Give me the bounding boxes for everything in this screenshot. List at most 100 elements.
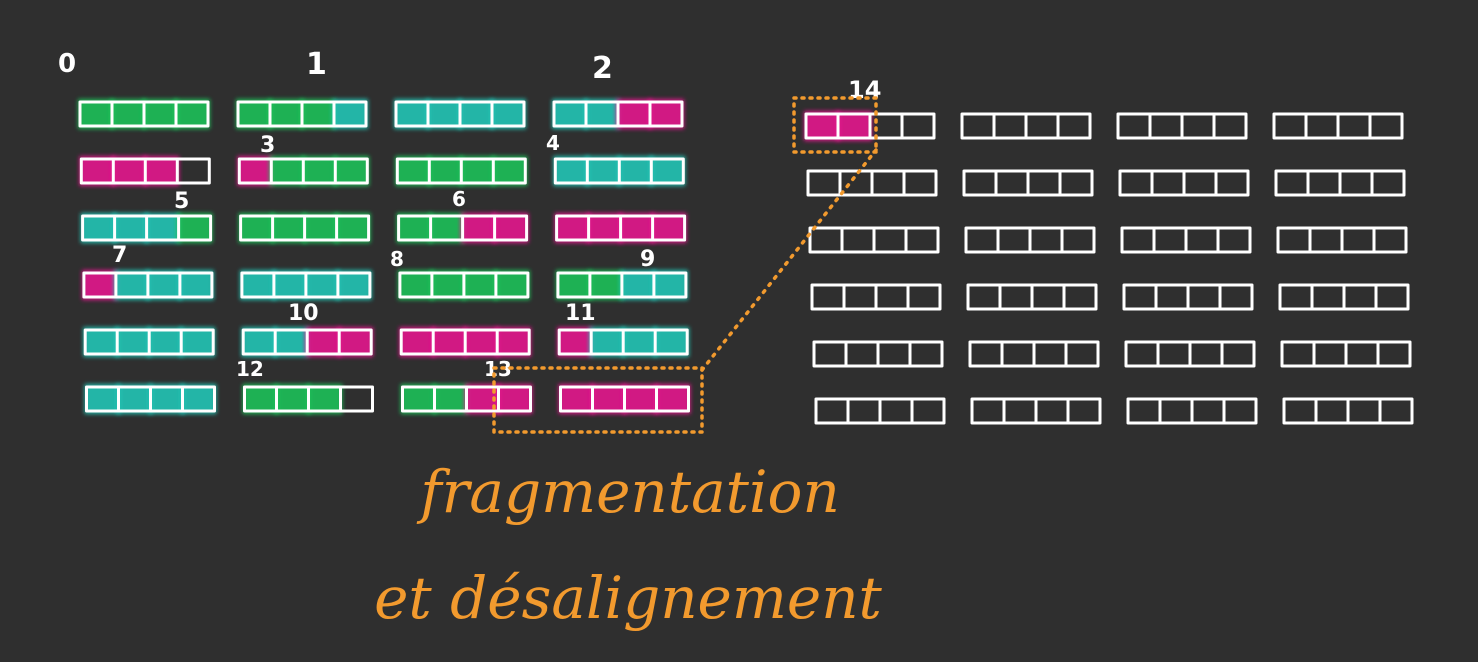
left-block-r2-b0-cell-3-fill (176, 213, 213, 243)
right-block-r4-b0 (812, 340, 944, 368)
left-block-r1-b3 (553, 157, 685, 185)
left-block-r4-b3-cell-1-fill (589, 327, 626, 357)
caption-line-1: fragmentation (416, 458, 840, 526)
right-block-r4-b3 (1280, 340, 1412, 368)
left-block-r1-b3-cell-3-fill (649, 156, 686, 186)
label-9: 9 (640, 247, 655, 272)
caption-line-2: et désalignement (374, 564, 882, 632)
left-block-r5-b2 (401, 385, 532, 413)
label-7: 7 (112, 243, 127, 268)
left-block-r2-b0-cell-2-fill (144, 213, 181, 243)
left-block-r3-b2-cell-2-fill (461, 270, 498, 300)
left-block-r2-b1 (239, 214, 371, 242)
right-block-r0-b1 (960, 112, 1092, 140)
left-block-r4-b0-cell-3-fill (179, 327, 216, 357)
left-block-r4-b0-cell-1-fill (115, 327, 152, 357)
right-block-r4-b1 (968, 340, 1100, 368)
left-block-r2-b0-cell-0-fill (80, 213, 117, 243)
left-block-r5-b2-cell-1-fill (432, 384, 469, 414)
left-block-r5-b0-cell-2-fill (148, 384, 185, 414)
allocation-paint-layer (78, 99, 691, 414)
right-block-r3-b1 (966, 283, 1098, 311)
left-block-r5-b0 (85, 385, 216, 413)
left-block-r0-b3 (552, 100, 684, 128)
left-block-r3-b1-cell-2-fill (303, 270, 340, 300)
left-block-r5-b3 (559, 385, 690, 413)
right-block-r2-b0 (808, 226, 940, 254)
left-block-r2-b3-cell-3-fill (650, 213, 687, 243)
left-block-r4-b3-cell-0-fill (557, 327, 594, 357)
left-block-r2-b2-cell-1-fill (428, 213, 465, 243)
left-block-r2-b2 (397, 214, 529, 242)
left-block-r0-b2-cell-1-fill (426, 99, 462, 129)
left-block-r3-b0-cell-0-fill (81, 270, 118, 300)
left-block-r3-b1-cell-0-fill (239, 270, 276, 300)
left-block-r5-b3-cell-1-fill (590, 384, 627, 414)
left-block-r2-b1-cell-3-fill (334, 213, 371, 243)
left-block-r0-b3-cell-0-fill (552, 99, 588, 129)
left-block-r3-b2-cell-3-fill (493, 270, 530, 300)
left-block-r4-b2-cell-0-fill (399, 327, 436, 357)
left-block-r2-b1-cell-2-fill (302, 213, 339, 243)
left-block-r3-b1-cell-1-fill (271, 270, 308, 300)
right-block-r5-b2 (1126, 397, 1258, 425)
left-block-r4-b0 (83, 328, 215, 356)
right-block-r1-b0 (806, 169, 938, 197)
label-8: 8 (390, 247, 404, 271)
left-block-r0-b0-cell-0-fill (78, 99, 114, 129)
left-block-r0-b1 (236, 100, 368, 128)
left-block-r5-b1 (243, 385, 374, 413)
right-block-r3-b2 (1122, 283, 1254, 311)
label-10: 10 (288, 301, 319, 326)
left-block-r0-b0-cell-2-fill (142, 99, 178, 129)
left-block-r3-b3-cell-2-fill (619, 270, 656, 300)
left-block-r1-b1-cell-1-fill (269, 156, 306, 186)
left-block-r4-b2-cell-1-fill (431, 327, 468, 357)
left-block-r4-b3-cell-2-fill (621, 327, 658, 357)
left-block-r0-b0-cell-3-fill (174, 99, 210, 129)
left-block-r1-b1-cell-3-fill (333, 156, 370, 186)
left-block-r1-b3-cell-1-fill (585, 156, 622, 186)
label-3: 3 (260, 133, 275, 158)
left-block-r4-b0-cell-0-fill (83, 327, 120, 357)
left-block-r2-b1-cell-0-fill (238, 213, 275, 243)
aligned-memory-grid: 14 (792, 76, 1414, 425)
left-block-r2-b2-cell-0-fill (396, 213, 433, 243)
left-block-r0-b2-cell-3-fill (490, 99, 526, 129)
left-block-r2-b2-cell-3-fill (492, 213, 529, 243)
left-block-r1-b3-cell-0-fill (553, 156, 590, 186)
left-block-r3-b0-cell-1-fill (113, 270, 150, 300)
left-block-r5-b3-cell-0-fill (558, 384, 595, 414)
left-block-r4-b3 (557, 328, 689, 356)
aligned-selection-box (792, 96, 878, 154)
left-block-r2-b3-cell-2-fill (618, 213, 655, 243)
right-block-r0-b2 (1116, 112, 1248, 140)
label-4: 4 (546, 131, 560, 155)
label-6: 6 (452, 187, 466, 211)
left-block-r5-b2-cell-3-fill (496, 384, 533, 414)
left-block-outlines (78, 100, 690, 413)
right-block-r1-b1 (962, 169, 1094, 197)
left-block-r2-b3-cell-0-fill (554, 213, 591, 243)
left-block-r0-b3-cell-3-fill (648, 99, 684, 129)
left-block-r1-b2-cell-2-fill (459, 156, 496, 186)
left-block-r5-b0-cell-3-fill (180, 384, 217, 414)
left-block-r2-b0-cell-1-fill (112, 213, 149, 243)
right-block-r2-b3 (1276, 226, 1408, 254)
left-block-r3-b1 (240, 271, 372, 299)
right-block-r3-b0 (810, 283, 942, 311)
left-block-r1-b2 (395, 157, 527, 185)
label-5: 5 (174, 189, 189, 214)
left-block-r4-b2-cell-2-fill (463, 327, 500, 357)
left-block-r0-b1-cell-0-fill (236, 99, 272, 129)
right-block-r1-b3 (1274, 169, 1406, 197)
left-block-r3-b3-cell-3-fill (651, 270, 688, 300)
left-block-r3-b2-cell-1-fill (429, 270, 466, 300)
left-block-r5-b3-cell-2-fill (622, 384, 659, 414)
right-block-r4-b2 (1124, 340, 1256, 368)
left-block-r0-b3-cell-2-fill (616, 99, 652, 129)
zoom-connector-line (700, 148, 878, 372)
left-block-r1-b0-cell-0-fill (79, 156, 116, 186)
left-block-r0-b0-cell-1-fill (110, 99, 146, 129)
